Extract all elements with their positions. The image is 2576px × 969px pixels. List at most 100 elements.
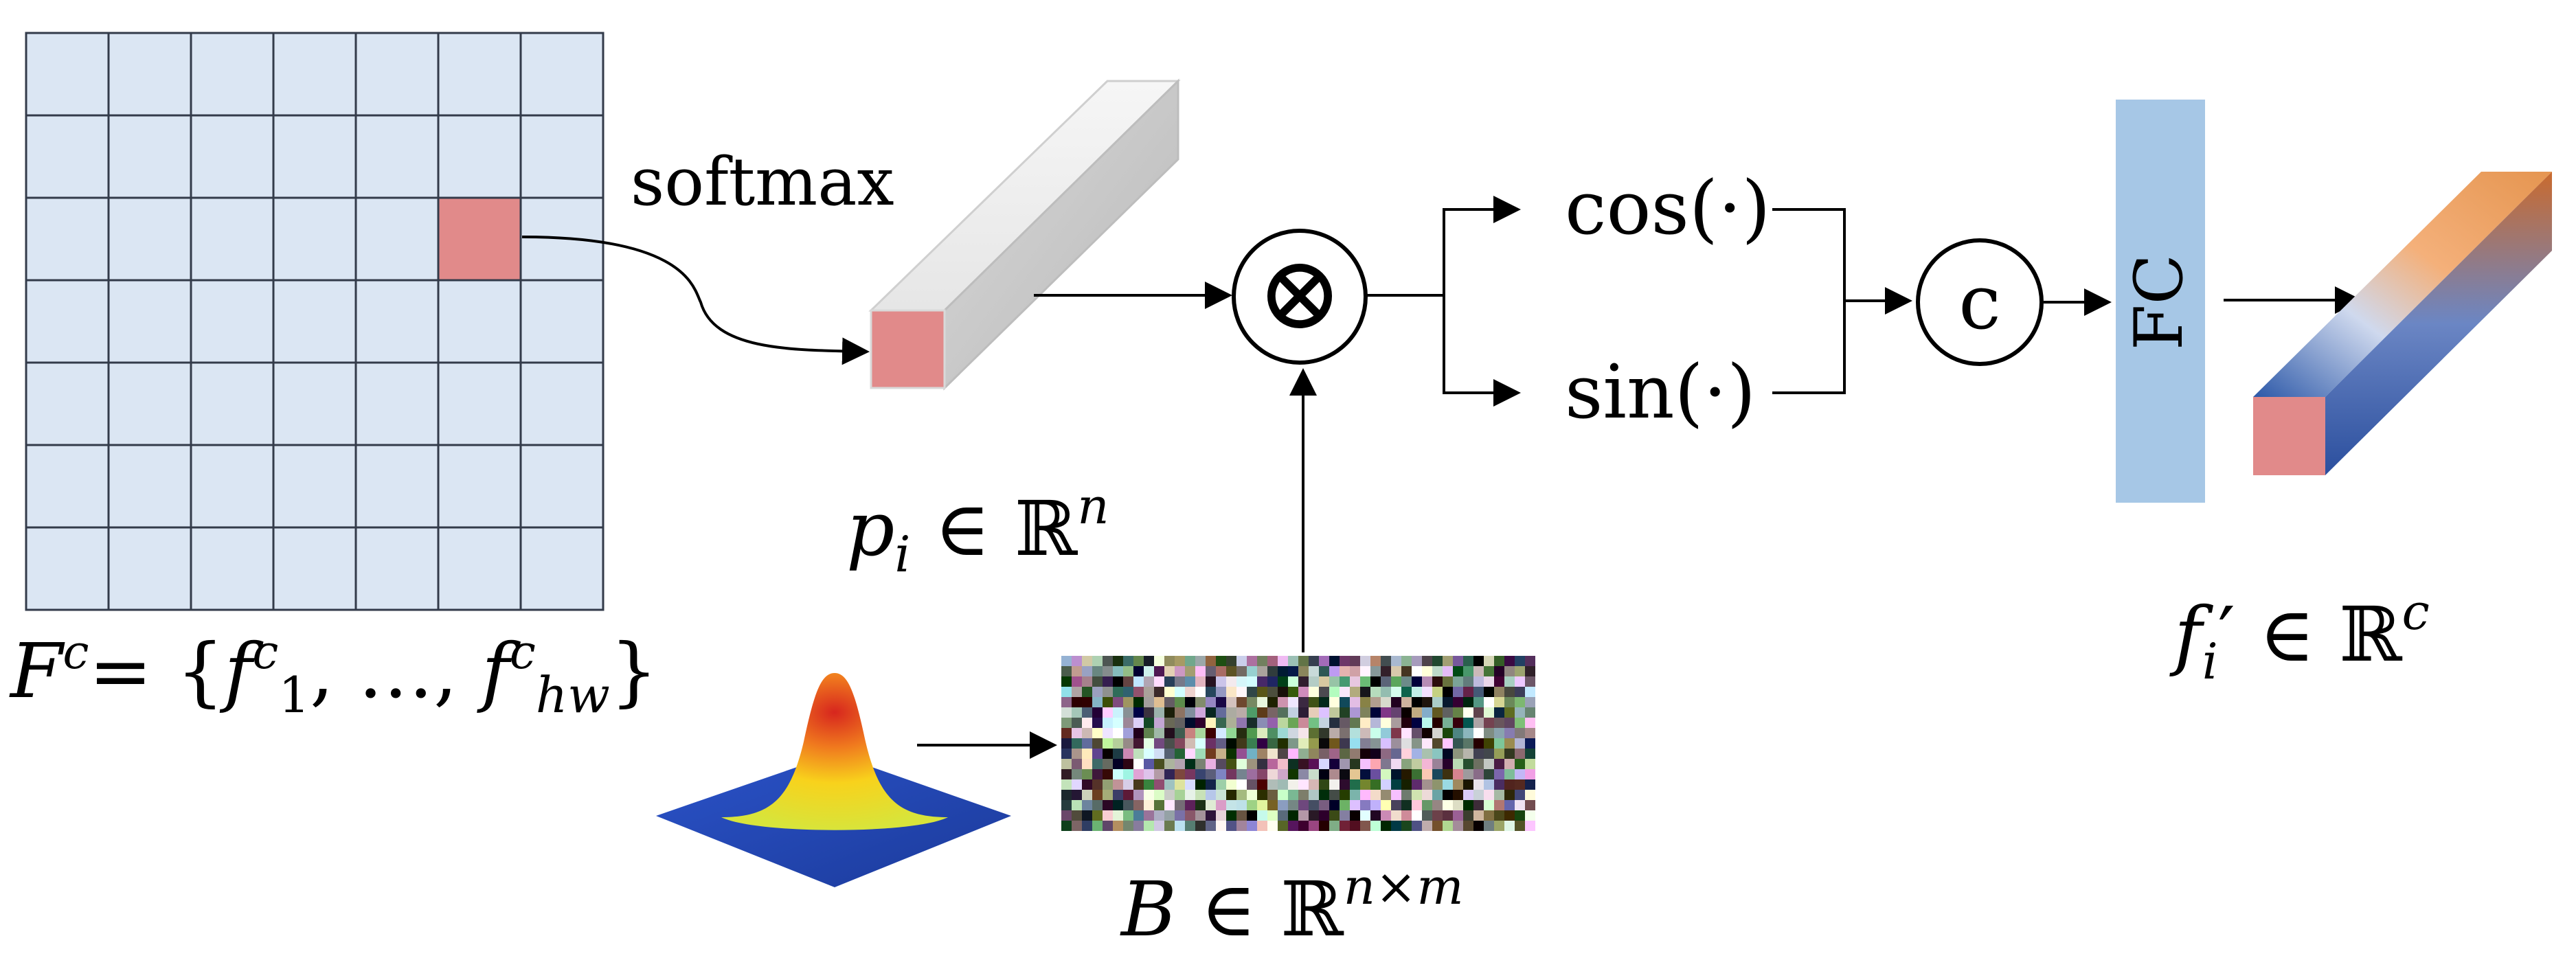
random-matrix-pixel — [1453, 666, 1463, 676]
random-matrix-pixel — [1298, 749, 1309, 759]
random-matrix-pixel — [1401, 707, 1412, 718]
random-matrix-pixel — [1154, 779, 1164, 790]
random-matrix-pixel — [1257, 810, 1267, 821]
random-matrix-pixel — [1257, 656, 1267, 666]
random-matrix-pixel — [1072, 687, 1082, 697]
random-matrix-pixel — [1206, 800, 1216, 810]
random-matrix-pixel — [1443, 749, 1453, 759]
random-matrix-pixel — [1401, 759, 1412, 769]
random-matrix-pixel — [1391, 769, 1401, 779]
random-matrix-pixel — [1525, 738, 1535, 749]
random-matrix-pixel — [1422, 656, 1432, 666]
random-matrix-pixel — [1473, 800, 1484, 810]
random-matrix-pixel — [1443, 810, 1453, 821]
random-matrix-pixel — [1103, 738, 1113, 749]
random-matrix-pixel — [1329, 749, 1340, 759]
random-matrix-pixel — [1453, 790, 1463, 800]
random-matrix-pixel — [1504, 697, 1515, 707]
random-matrix-pixel — [1391, 728, 1401, 738]
random-matrix-pixel — [1350, 656, 1360, 666]
random-matrix-pixel — [1370, 728, 1381, 738]
random-matrix-pixel — [1473, 666, 1484, 676]
random-matrix-pixel — [1340, 728, 1350, 738]
random-matrix-pixel — [1350, 718, 1360, 728]
random-matrix-pixel — [1226, 800, 1236, 810]
feature-grid-cell — [272, 444, 357, 529]
random-matrix-pixel — [1082, 728, 1092, 738]
random-matrix-pixel — [1329, 759, 1340, 769]
random-matrix-pixel — [1164, 779, 1175, 790]
random-matrix-pixel — [1185, 810, 1195, 821]
random-matrix-pixel — [1154, 759, 1164, 769]
random-matrix-pixel — [1370, 707, 1381, 718]
random-matrix-pixel — [1391, 697, 1401, 707]
softmax-curve-arrow — [521, 236, 870, 365]
random-matrix-pixel — [1340, 656, 1350, 666]
random-matrix-pixel — [1422, 769, 1432, 779]
random-matrix-pixel — [1185, 759, 1195, 769]
random-matrix-pixel — [1319, 707, 1329, 718]
random-matrix-pixel — [1298, 800, 1309, 810]
random-matrix-pixel — [1525, 821, 1535, 831]
random-matrix-pixel — [1061, 687, 1072, 697]
random-matrix-pixel — [1412, 697, 1422, 707]
random-matrix-pixel — [1319, 697, 1329, 707]
random-matrix-pixel — [1473, 821, 1484, 831]
random-matrix-pixel — [1422, 800, 1432, 810]
random-matrix-pixel — [1226, 779, 1236, 790]
random-matrix-pixel — [1515, 759, 1525, 769]
random-matrix-pixel — [1422, 676, 1432, 687]
random-matrix-pixel — [1288, 790, 1298, 800]
random-matrix-pixel — [1164, 676, 1175, 687]
random-matrix-pixel — [1350, 759, 1360, 769]
random-matrix-pixel — [1453, 759, 1463, 769]
random-matrix-pixel — [1082, 759, 1092, 769]
random-matrix-pixel — [1175, 687, 1185, 697]
random-matrix-pixel — [1123, 728, 1133, 738]
random-matrix-pixel — [1082, 821, 1092, 831]
b-label: B ∈ ℝn×m — [1120, 858, 1464, 953]
random-matrix-pixel — [1298, 790, 1309, 800]
random-matrix-pixel — [1473, 718, 1484, 728]
random-matrix-pixel — [1370, 676, 1381, 687]
random-matrix-pixel — [1267, 718, 1278, 728]
random-matrix-pixel — [1236, 738, 1247, 749]
feature-grid-cell — [437, 526, 522, 611]
random-matrix-pixel — [1319, 769, 1329, 779]
random-matrix-pixel — [1370, 759, 1381, 769]
feature-grid-cell — [437, 279, 522, 364]
random-matrix-pixel — [1298, 666, 1309, 676]
random-matrix-pixel — [1412, 707, 1422, 718]
random-matrix-pixel — [1216, 718, 1226, 728]
random-matrix-pixel — [1350, 749, 1360, 759]
random-matrix-pixel — [1309, 687, 1319, 697]
random-matrix-pixel — [1061, 769, 1072, 779]
random-matrix-pixel — [1329, 728, 1340, 738]
random-matrix-pixel — [1082, 718, 1092, 728]
feature-grid-cell — [107, 526, 192, 611]
feature-grid-cell — [354, 444, 440, 529]
random-matrix-pixel — [1360, 666, 1370, 676]
random-matrix-pixel — [1319, 759, 1329, 769]
random-matrix-pixel — [1422, 779, 1432, 790]
random-matrix-pixel — [1072, 728, 1082, 738]
random-matrix-pixel — [1401, 749, 1412, 759]
random-matrix-pixel — [1288, 738, 1298, 749]
random-matrix-pixel — [1504, 800, 1515, 810]
random-matrix-pixel — [1443, 779, 1453, 790]
random-matrix-pixel — [1370, 779, 1381, 790]
random-matrix-pixel — [1195, 656, 1206, 666]
random-matrix-pixel — [1298, 738, 1309, 749]
random-matrix-pixel — [1298, 707, 1309, 718]
random-matrix-pixel — [1267, 790, 1278, 800]
gaussian-distribution-icon — [656, 673, 1011, 887]
random-matrix-pixel — [1484, 800, 1494, 810]
random-matrix-pixel — [1309, 697, 1319, 707]
random-matrix-pixel — [1144, 666, 1154, 676]
random-matrix-pixel — [1113, 738, 1123, 749]
random-matrix-pixel — [1525, 810, 1535, 821]
random-matrix-pixel — [1216, 769, 1226, 779]
random-matrix-pixel — [1288, 728, 1298, 738]
random-matrix-pixel — [1257, 769, 1267, 779]
random-matrix-pixel — [1340, 821, 1350, 831]
